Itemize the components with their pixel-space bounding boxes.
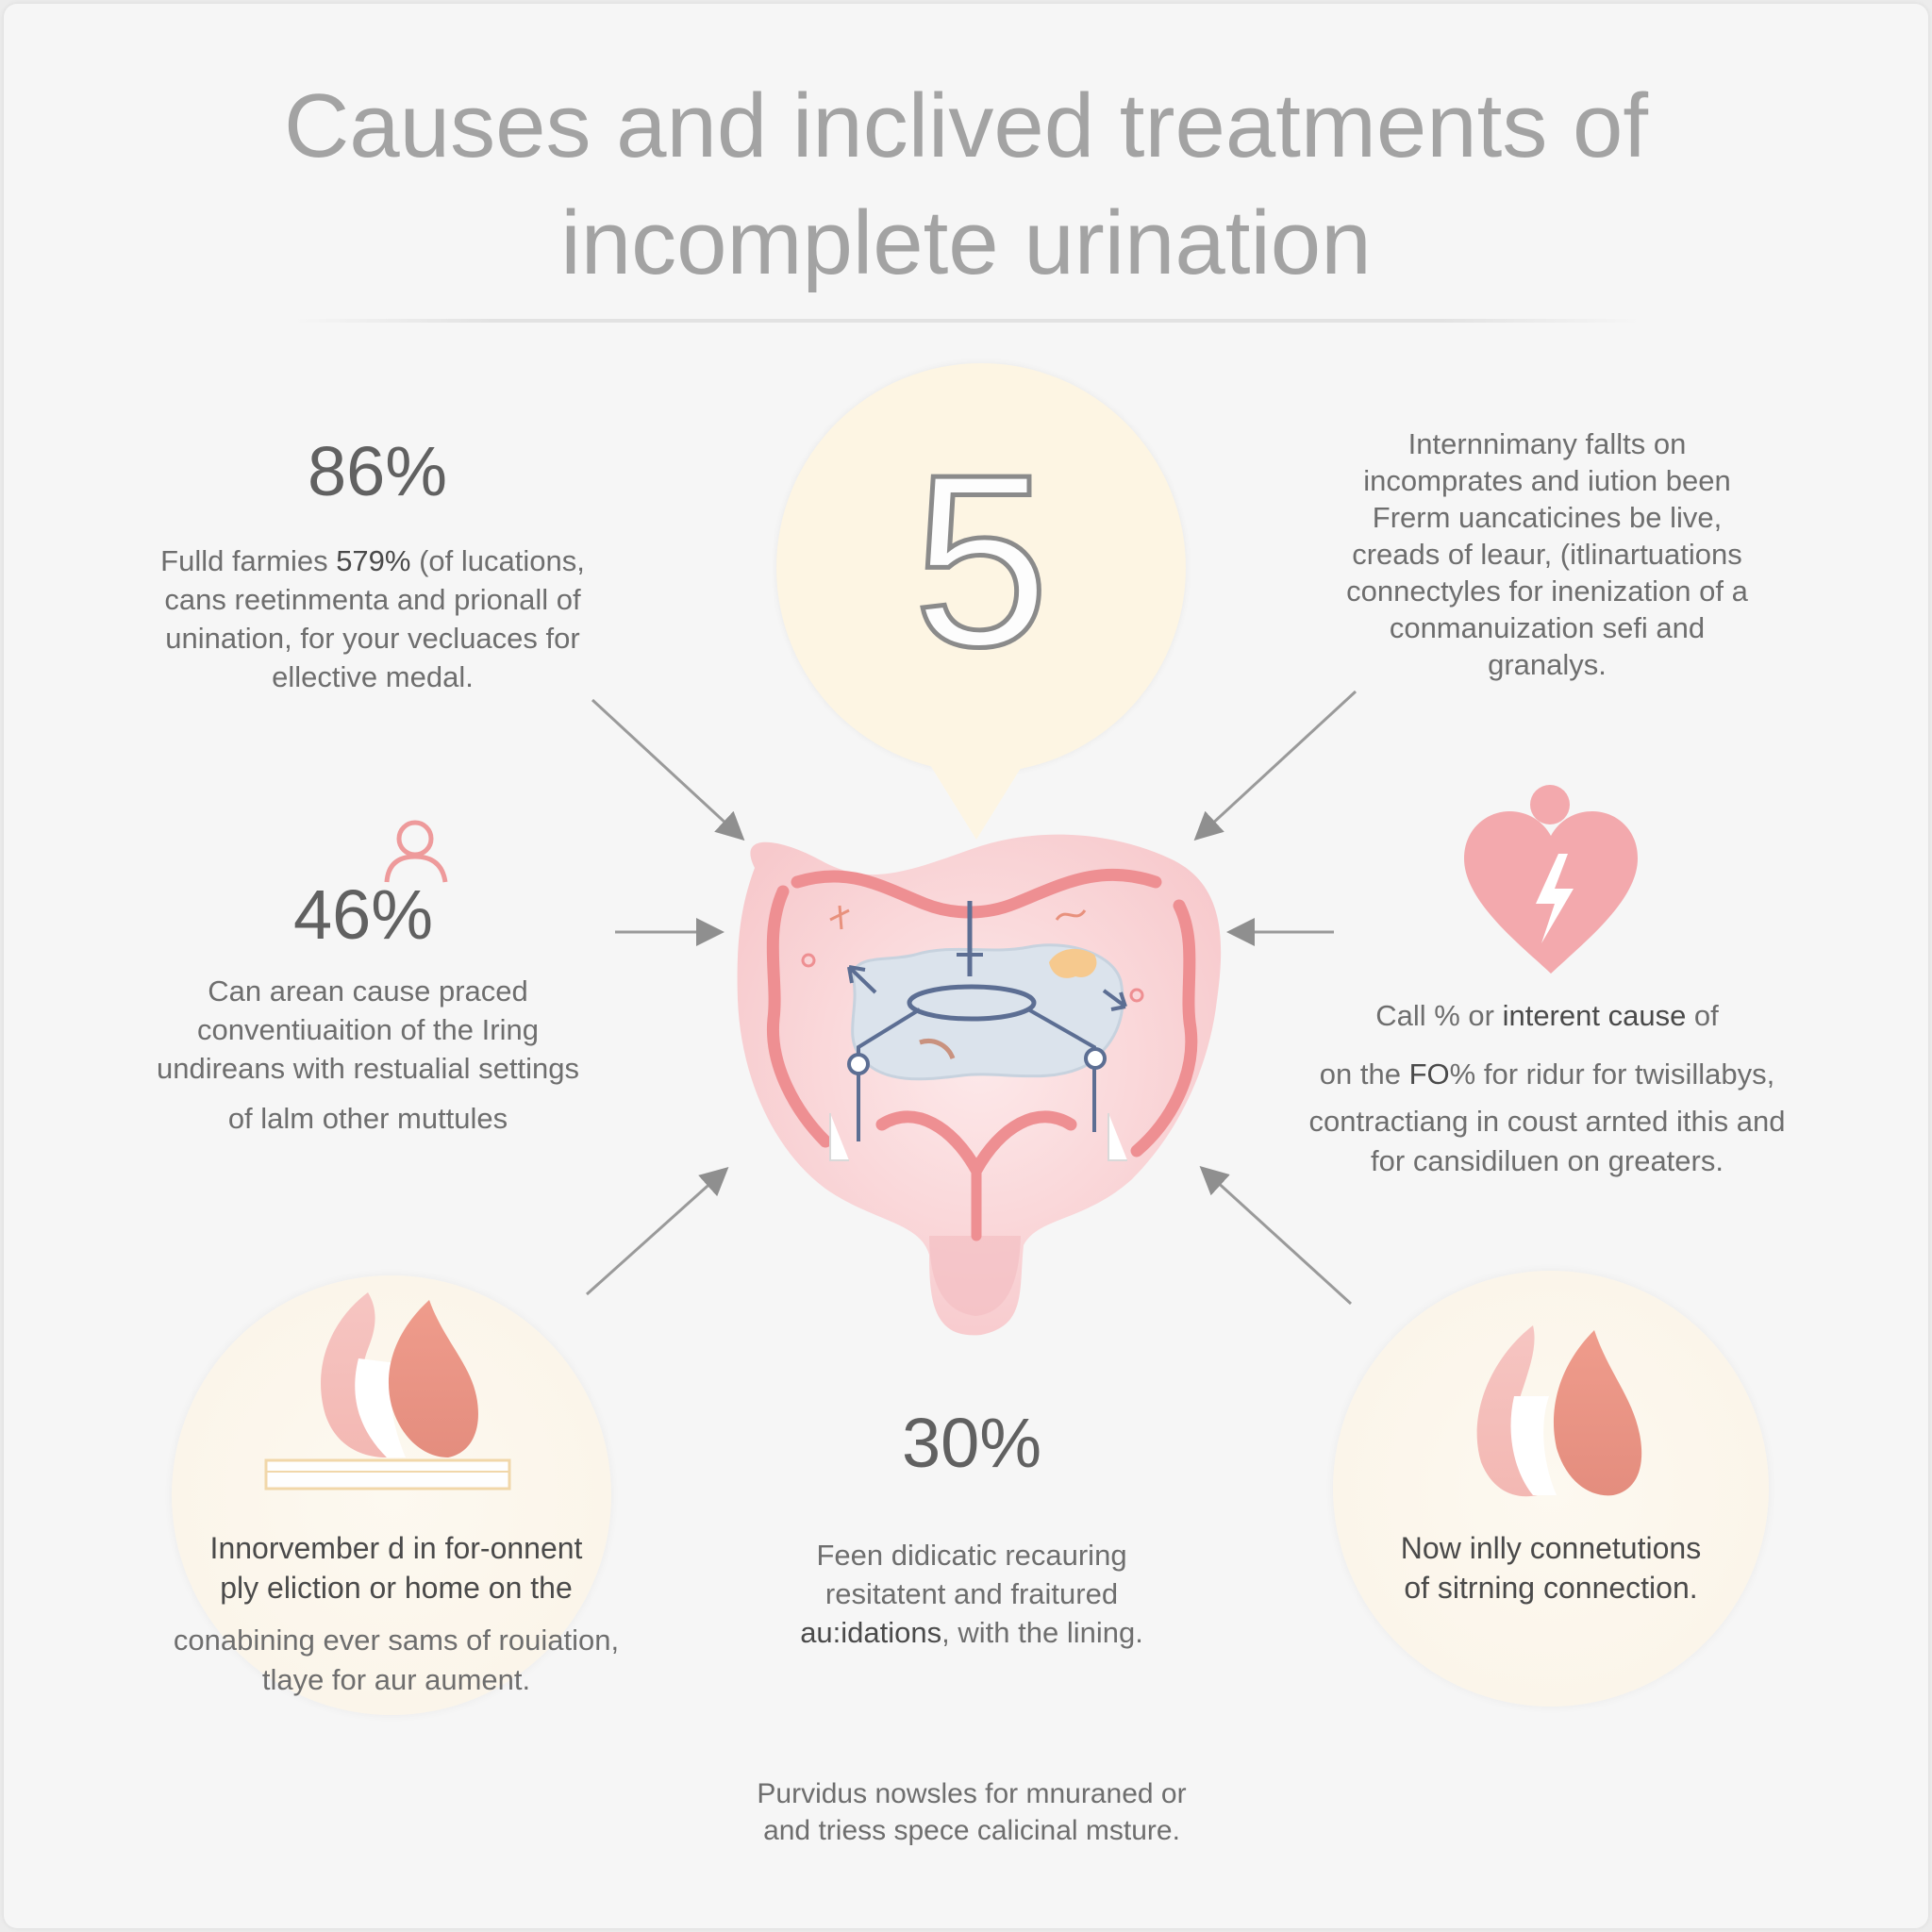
arrow-bottom-right <box>1199 1165 1353 1306</box>
title-line-1: Causes and inclived treatments of <box>283 75 1649 176</box>
flame-icon-right <box>1476 1325 1642 1497</box>
mid-left-line-1: Can arean cause praced <box>208 974 528 1008</box>
top-left-line-4: ellective medal. <box>272 660 474 693</box>
bottom-left-line-4: tlaye for aur aument. <box>261 1663 531 1696</box>
top-left-line-2: cans reetinmenta and prionall of <box>164 583 581 616</box>
page-title: Causes and inclived treatments of incomp… <box>0 68 1932 302</box>
bottom-center-line-3: au:idations, with the lining. <box>717 1613 1226 1652</box>
bladder-illustration <box>737 834 1222 1336</box>
arrow-bottom-left <box>585 1166 729 1296</box>
bottom-center-highlight: au:idations <box>800 1616 942 1649</box>
top-left-line-1c: (of lucations, <box>410 544 585 577</box>
bottom-center-line-3b: , with the lining. <box>941 1616 1143 1649</box>
top-right-line-2: incomprates and iution been <box>1363 464 1731 497</box>
bottom-left-line-1: Innorvember d in for-onnent <box>209 1531 583 1565</box>
mid-right-line-1a: Call % or <box>1375 999 1503 1032</box>
stat-30-percent: 30% <box>901 1404 1042 1482</box>
top-left-line-1: Fulld farmies 579% (of lucations, <box>113 541 632 580</box>
bottom-center-description: Feen didicatic recauring resitatent and … <box>717 1536 1226 1652</box>
mid-right-fo: FO <box>1408 1058 1450 1091</box>
bottom-left-description: Innorvember d in for-onnent ply eliction… <box>142 1528 651 1700</box>
bottom-left-line-2: ply eliction or home on the <box>220 1571 573 1605</box>
mid-left-line-4: of lalm other muttules <box>227 1102 508 1135</box>
bottom-right-line-2: of sitrning connection. <box>1404 1571 1698 1605</box>
top-right-line-7: granalys. <box>1488 648 1607 681</box>
mid-right-line-4: for cansidiluen on greaters. <box>1371 1144 1724 1177</box>
top-right-line-5: connectyles for inenization of a <box>1346 575 1748 608</box>
mid-left-description: Can arean cause praced conventiuaition o… <box>113 972 623 1138</box>
top-right-line-6: conmanuization sefi and <box>1389 611 1706 644</box>
arrow-top-right <box>1193 690 1357 841</box>
top-left-description: Fulld farmies 579% (of lucations, cans r… <box>113 541 632 696</box>
bottom-right-line-1: Now inlly connetutions <box>1400 1531 1702 1565</box>
mid-right-description: Call % or interent cause of on the FO% f… <box>1283 996 1811 1181</box>
mid-left-line-2: conventiuaition of the Iring <box>197 1013 539 1046</box>
footer-line-1: Purvidus nowsles for mnuraned or <box>757 1778 1187 1809</box>
mid-right-line-2: on the FO% for ridur for twisillabys, <box>1283 1055 1811 1094</box>
mid-right-line-2a: on the <box>1319 1058 1409 1091</box>
top-right-line-3: Frerm uancaticines be live, <box>1372 501 1723 534</box>
arrow-top-left <box>591 698 745 841</box>
title-divider <box>292 319 1641 323</box>
footer-note: Purvidus nowsles for mnuraned or and tri… <box>689 1775 1255 1849</box>
bottom-left-line-3: conabining ever sams of rouiation, <box>173 1624 620 1657</box>
mid-left-line-3: undireans with restualial settings <box>156 1052 580 1085</box>
footer-line-2: and triess spece calicinal msture. <box>763 1815 1180 1846</box>
top-left-line-3: unination, for your vecluaces for <box>165 622 580 655</box>
highlight-number: 5 <box>910 423 1052 701</box>
number-bubble-tail <box>918 745 1035 840</box>
top-right-line-1: Internnimany fallts on <box>1407 427 1687 460</box>
person-icon <box>384 820 448 883</box>
mid-right-line-1c: of <box>1686 999 1719 1032</box>
stat-46-percent: 46% <box>292 875 434 954</box>
bottom-center-line-2: resitatent and fraitured <box>824 1577 1119 1610</box>
top-right-description: Internnimany fallts on incomprates and i… <box>1302 425 1792 683</box>
mid-right-line-2c: % for ridur for twisillabys, <box>1449 1058 1775 1091</box>
top-left-highlight: 579% <box>336 544 411 577</box>
bottom-center-line-1: Feen didicatic recauring <box>816 1539 1127 1572</box>
flame-icon-left <box>264 1292 511 1491</box>
stat-86-percent: 86% <box>307 432 448 510</box>
title-line-2: incomplete urination <box>560 192 1372 293</box>
bottom-right-description: Now inlly connetutions of sitrning conne… <box>1315 1528 1787 1607</box>
bottom-left-circle <box>172 1275 611 1715</box>
top-right-line-4: creads of leaur, (itlinartuations <box>1352 538 1742 571</box>
broken-heart-icon <box>1464 785 1638 974</box>
mid-right-highlight: interent cause <box>1502 999 1687 1032</box>
number-bubble <box>776 363 1186 773</box>
mid-right-line-3: contractiang in coust arnted ithis and <box>1308 1105 1786 1138</box>
mid-right-line-1: Call % or interent cause of <box>1283 996 1811 1036</box>
top-left-line-1a: Fulld farmies <box>160 544 337 577</box>
